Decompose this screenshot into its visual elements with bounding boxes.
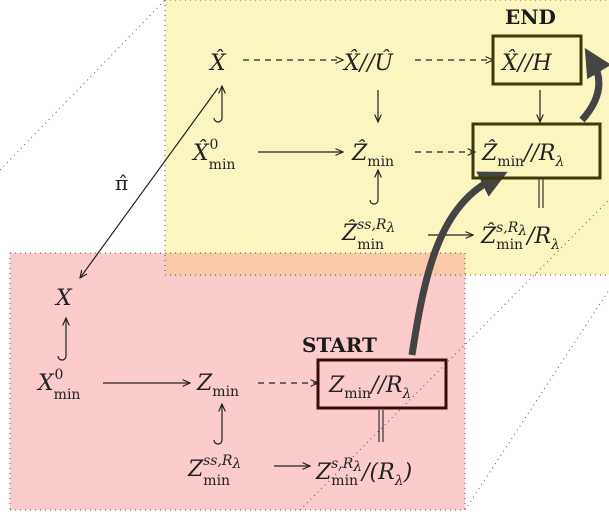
node-x-hat-mod-h: X̂//H — [500, 50, 552, 76]
end-label: END — [505, 5, 556, 29]
node-x-min: Xmin0 — [36, 367, 80, 403]
hook-arrows — [57, 86, 378, 445]
node-z-ss: Zminss,Rλ — [187, 453, 241, 489]
node-x-hat: X̂ — [208, 50, 227, 76]
node-z-hat-min: Ẑmin — [351, 139, 394, 170]
node-z-s: Zmins,Rλ/(Rλ) — [315, 456, 412, 489]
start-box — [316, 358, 448, 410]
middle-box — [471, 122, 602, 180]
node-z-hat-min-mod-r: Ẑmin//Rλ — [481, 139, 564, 170]
node-x-hat-mod-u-hat: X̂//Û — [342, 49, 394, 76]
bottom-panel — [10, 253, 465, 510]
node-x: X — [54, 286, 73, 311]
end-box — [491, 34, 583, 86]
node-z-hat-s: Ẑmins,Rλ/Rλ — [480, 220, 560, 253]
panel-overlap — [165, 253, 465, 275]
node-z-min: Zmin — [196, 371, 239, 400]
equal-lines — [378, 178, 544, 442]
pi-hat-label: π̂ — [115, 171, 128, 195]
solid-arrows — [80, 87, 540, 466]
start-label: START — [302, 333, 377, 357]
node-z-min-mod-r: Zmin//Rλ — [328, 373, 411, 402]
top-panel — [165, 0, 609, 275]
dashed-arrows — [243, 60, 493, 383]
middle-to-end-path — [579, 47, 609, 123]
node-z-hat-ss: Ẑminss,Rλ — [341, 217, 395, 253]
node-x-hat-min: X̂min0 — [191, 137, 235, 173]
start-to-end-path — [408, 171, 508, 356]
